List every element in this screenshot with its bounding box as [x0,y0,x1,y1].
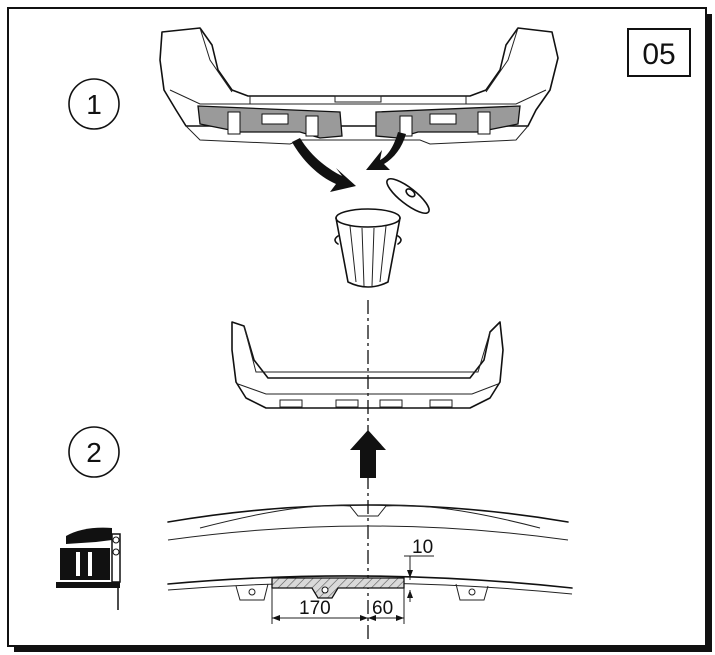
old-bumper-icon [159,27,559,145]
step-badge-text: 05 [642,38,675,71]
dimension-60: 60 [372,598,393,619]
up-arrow-icon [350,430,386,478]
cut-zone [271,577,405,599]
trash-bin-icon [334,177,430,288]
step-badge: 05 [627,28,691,77]
step-2-marker: 2 [68,426,120,478]
bumper-profile-lower [167,575,573,601]
bumper-profile-upper [167,504,569,541]
dimension-lines [271,555,434,624]
step-1-number: 1 [86,89,102,120]
step-2-number: 2 [86,437,102,468]
step-1-marker: 1 [68,78,120,130]
dimension-170: 170 [299,598,331,619]
down-arrow-icon [292,132,406,192]
new-bumper-icon [231,321,504,409]
dimension-10: 10 [412,537,433,558]
cutting-tool-icon [56,527,121,610]
page-frame [7,7,712,652]
